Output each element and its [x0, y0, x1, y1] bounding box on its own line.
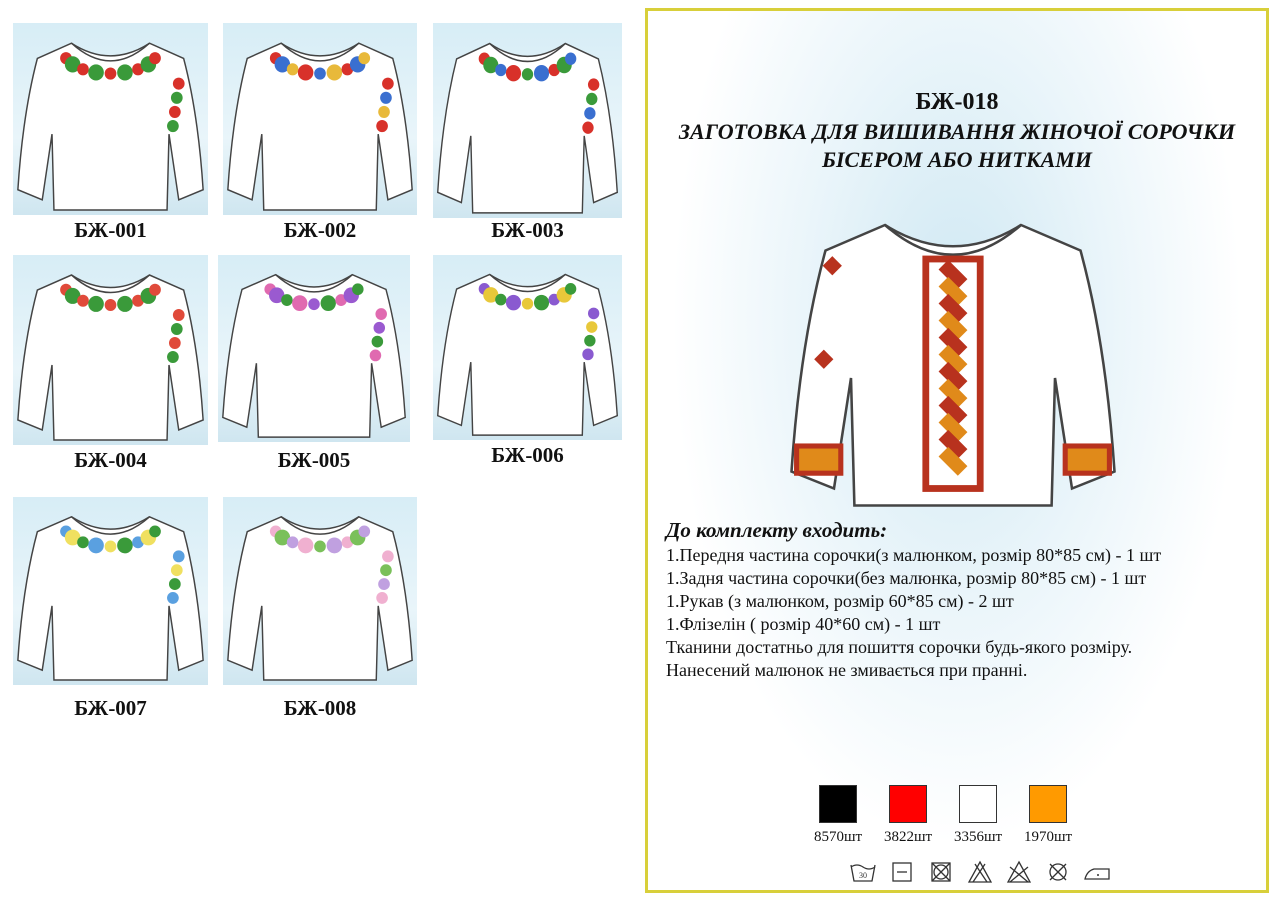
catalog-item-code: БЖ-003	[491, 218, 564, 242]
svg-text:30: 30	[859, 871, 867, 880]
kit-contents: До комплекту входить: 1.Передня частина …	[666, 519, 1161, 682]
swatch-color	[889, 785, 927, 823]
swatch-count: 8570шт	[813, 829, 863, 845]
catalog-item-code: БЖ-006	[491, 443, 564, 467]
kit-item: 1.Рукав (з малюнком, розмір 60*85 см) - …	[666, 591, 1014, 611]
shirt-thumbnail[interactable]	[13, 497, 208, 685]
shirt-thumbnail[interactable]	[218, 255, 410, 442]
kit-item: Тканини достатньо для пошиття сорочки бу…	[666, 637, 1133, 657]
bead-swatch: 3822шт	[873, 785, 943, 846]
kit-item: 1.Флізелін ( розмір 40*60 см) - 1 шт	[666, 614, 941, 634]
catalog-item-code: БЖ-001	[74, 218, 147, 242]
kit-item: Нанесений малюнок не змивається при пран…	[666, 660, 1028, 680]
bead-swatch: 8570шт	[803, 785, 873, 846]
kit-heading: До комплекту входить:	[666, 518, 888, 542]
catalog-item-code: БЖ-007	[74, 696, 147, 720]
shirt-thumbnail[interactable]	[223, 497, 417, 685]
swatch-color	[959, 785, 997, 823]
shirt-thumbnail[interactable]	[433, 23, 622, 218]
product-shirt-image	[783, 191, 1123, 507]
catalog-item-code: БЖ-005	[277, 448, 351, 472]
product-title-line2: БІСЕРОМ АБО НИТКАМИ	[822, 147, 1092, 172]
swatch-count: 3356шт	[953, 829, 1003, 845]
swatch-color	[819, 785, 857, 823]
shirt-thumbnail[interactable]	[223, 23, 417, 215]
tumble-flat-dry-icon	[887, 859, 917, 890]
no-dry-clean-icon	[1043, 859, 1073, 890]
no-tumble-dry-icon	[926, 859, 956, 890]
bead-swatch: 1970шт	[1013, 785, 1083, 846]
kit-item: 1.Задня частина сорочки(без малюнка, роз…	[666, 568, 1147, 588]
catalog-item-code: БЖ-004	[74, 448, 147, 472]
swatch-color	[1029, 785, 1067, 823]
product-panel: БЖ-018 ЗАГОТОВКА ДЛЯ ВИШИВАННЯ ЖІНОЧОЇ С…	[645, 8, 1269, 893]
product-code: БЖ-018	[915, 89, 999, 115]
swatch-count: 1970шт	[1023, 829, 1073, 845]
swatch-count: 3822шт	[883, 829, 933, 845]
bead-swatch: 3356шт	[943, 785, 1013, 846]
iron-low-icon	[1082, 859, 1112, 890]
shirt-thumbnail[interactable]	[433, 255, 622, 440]
shirt-thumbnail[interactable]	[13, 255, 208, 445]
shirt-thumbnail[interactable]	[13, 23, 208, 215]
care-icons: 30	[848, 859, 1112, 890]
no-chlorine-icon	[1004, 859, 1034, 890]
wash-30-icon: 30	[848, 859, 878, 890]
kit-item: 1.Передня частина сорочки(з малюнком, ро…	[666, 545, 1162, 565]
product-title-line1: ЗАГОТОВКА ДЛЯ ВИШИВАННЯ ЖІНОЧОЇ СОРОЧКИ	[678, 119, 1236, 144]
no-bleach-icon	[965, 859, 995, 890]
catalog-item-code: БЖ-002	[283, 218, 357, 242]
catalog-item-code: БЖ-008	[283, 696, 357, 720]
